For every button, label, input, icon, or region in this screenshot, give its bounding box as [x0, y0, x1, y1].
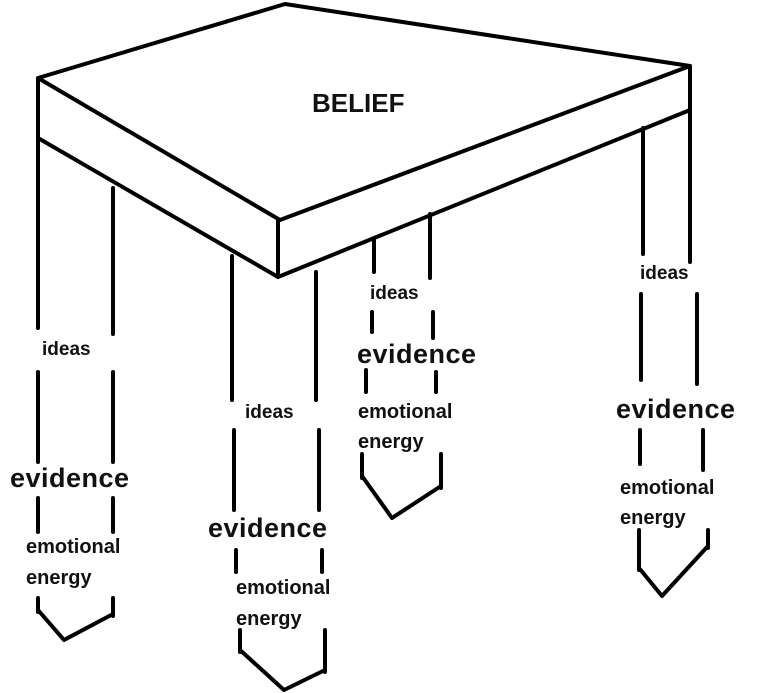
leg-1-energy-label: energy — [26, 567, 92, 589]
leg-4-emotional-label: emotional — [620, 477, 715, 499]
leg-2-foot — [238, 648, 327, 692]
leg-1-emotional-label: emotional — [26, 536, 121, 558]
leg-2-energy-label: energy — [236, 608, 302, 630]
leg-2-evidence-label: evidence — [208, 513, 328, 543]
leg-2-emotional-label: emotional — [236, 577, 331, 599]
leg-3-emotional-label: emotional — [358, 401, 453, 423]
leg-3-foot — [360, 474, 443, 520]
leg-4-energy-label: energy — [620, 507, 686, 529]
leg-4-ideas-label: ideas — [640, 263, 689, 284]
leg-1-evidence-label: evidence — [10, 463, 130, 493]
leg-4-evidence-label: evidence — [616, 394, 736, 424]
leg-1-foot — [36, 608, 115, 642]
leg-3-evidence-label: evidence — [357, 339, 477, 369]
leg-2-ideas-label: ideas — [245, 402, 294, 423]
tabletop-left-edge — [36, 76, 280, 279]
leg-3-energy-label: energy — [358, 431, 424, 453]
belief-title: BELIEF — [312, 88, 405, 118]
leg-1-ideas-label: ideas — [42, 339, 91, 360]
leg-3-ideas-label: ideas — [370, 283, 419, 304]
leg-4-foot — [637, 544, 710, 598]
